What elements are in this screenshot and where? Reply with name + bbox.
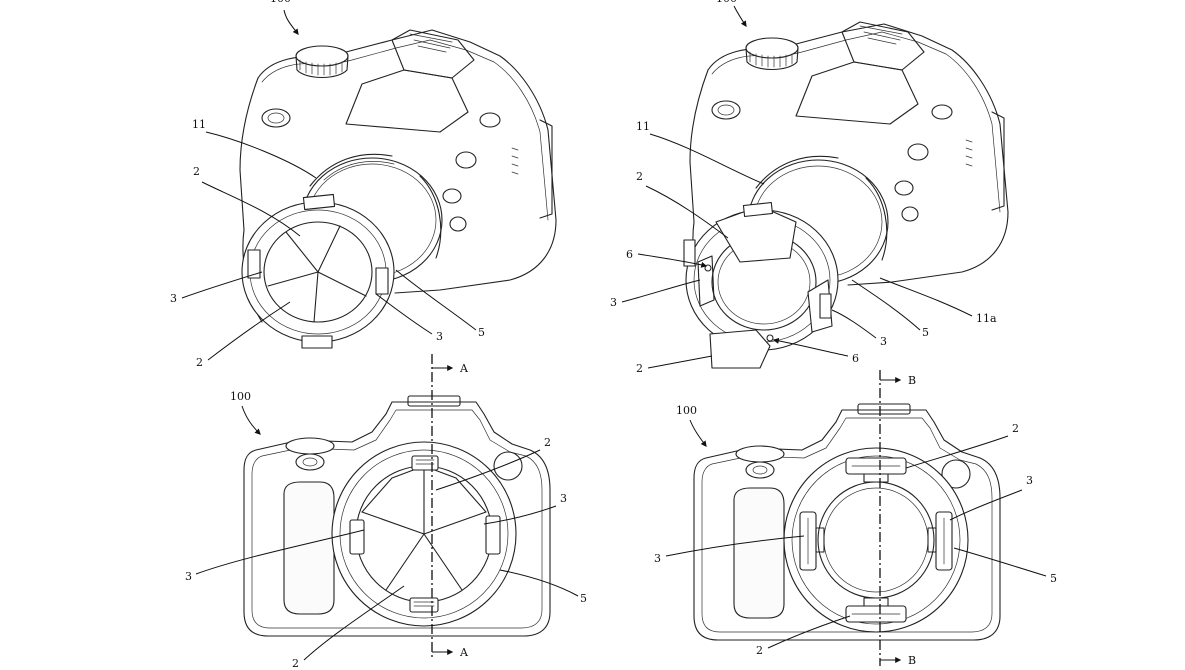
reference-arrow bbox=[283, 9, 299, 35]
figure-top-right: 100 bbox=[610, 0, 1009, 375]
leader-lines-top-right: 11 2 6 3 2 6 3 5 11a bbox=[610, 120, 997, 375]
lens-cap-closed bbox=[241, 193, 395, 349]
reference-arrow bbox=[241, 405, 261, 435]
reference-numeral-100: 100 bbox=[230, 390, 251, 403]
label-11a: 11a bbox=[976, 312, 997, 325]
leader-lines-bottom-left: 2 3 3 5 2 bbox=[185, 436, 587, 670]
section-line-B: B B bbox=[879, 370, 916, 667]
label-3-right: 3 bbox=[1026, 474, 1033, 487]
label-5: 5 bbox=[580, 592, 587, 605]
section-label-B-top: B bbox=[908, 374, 916, 387]
label-2-top: 2 bbox=[544, 436, 551, 449]
label-11: 11 bbox=[636, 120, 650, 133]
label-2-lower: 2 bbox=[636, 362, 643, 375]
label-2-upper: 2 bbox=[636, 170, 643, 183]
reference-arrow bbox=[689, 419, 707, 447]
label-2-bottom: 2 bbox=[292, 657, 299, 670]
figure-bottom-left: 100 A bbox=[185, 354, 587, 670]
leader-lines-top-left: 11 2 3 2 3 5 bbox=[170, 118, 485, 369]
figure-bottom-right: 100 bbox=[654, 370, 1057, 667]
reference-arrow bbox=[733, 5, 747, 27]
label-2-upper: 2 bbox=[193, 165, 200, 178]
label-3-left: 3 bbox=[170, 292, 177, 305]
label-5: 5 bbox=[922, 326, 929, 339]
label-5: 5 bbox=[478, 326, 485, 339]
label-2-bottom: 2 bbox=[756, 644, 763, 657]
label-3-left: 3 bbox=[185, 570, 192, 583]
label-6-left: 6 bbox=[626, 248, 633, 261]
section-line-A: A A bbox=[431, 354, 469, 660]
label-3-right: 3 bbox=[560, 492, 567, 505]
leader-lines-bottom-right: 2 3 3 5 2 bbox=[654, 422, 1057, 657]
reference-numeral-100: 100 bbox=[716, 0, 737, 5]
label-3-left: 3 bbox=[654, 552, 661, 565]
section-label-B-bottom: B bbox=[908, 654, 916, 667]
label-2-top: 2 bbox=[1012, 422, 1019, 435]
lens-cap-front-closed bbox=[331, 441, 517, 627]
label-5: 5 bbox=[1050, 572, 1057, 585]
lens-cap-open bbox=[683, 202, 839, 369]
label-6-lower: 6 bbox=[852, 352, 859, 365]
camera-body-front bbox=[243, 395, 551, 637]
lens-cap-front-open bbox=[783, 447, 969, 633]
label-11: 11 bbox=[192, 118, 206, 131]
camera-body-front bbox=[693, 403, 1001, 641]
label-2-lower: 2 bbox=[196, 356, 203, 369]
reference-numeral-100: 100 bbox=[270, 0, 291, 5]
section-label-A-top: A bbox=[459, 362, 469, 375]
figure-top-left: 100 bbox=[170, 0, 557, 369]
label-3-right: 3 bbox=[436, 330, 443, 343]
camera-body-perspective bbox=[239, 29, 557, 323]
section-label-A-bottom: A bbox=[459, 646, 469, 659]
label-3-right: 3 bbox=[880, 335, 887, 348]
label-3-left: 3 bbox=[610, 296, 617, 309]
reference-numeral-100: 100 bbox=[676, 404, 697, 417]
